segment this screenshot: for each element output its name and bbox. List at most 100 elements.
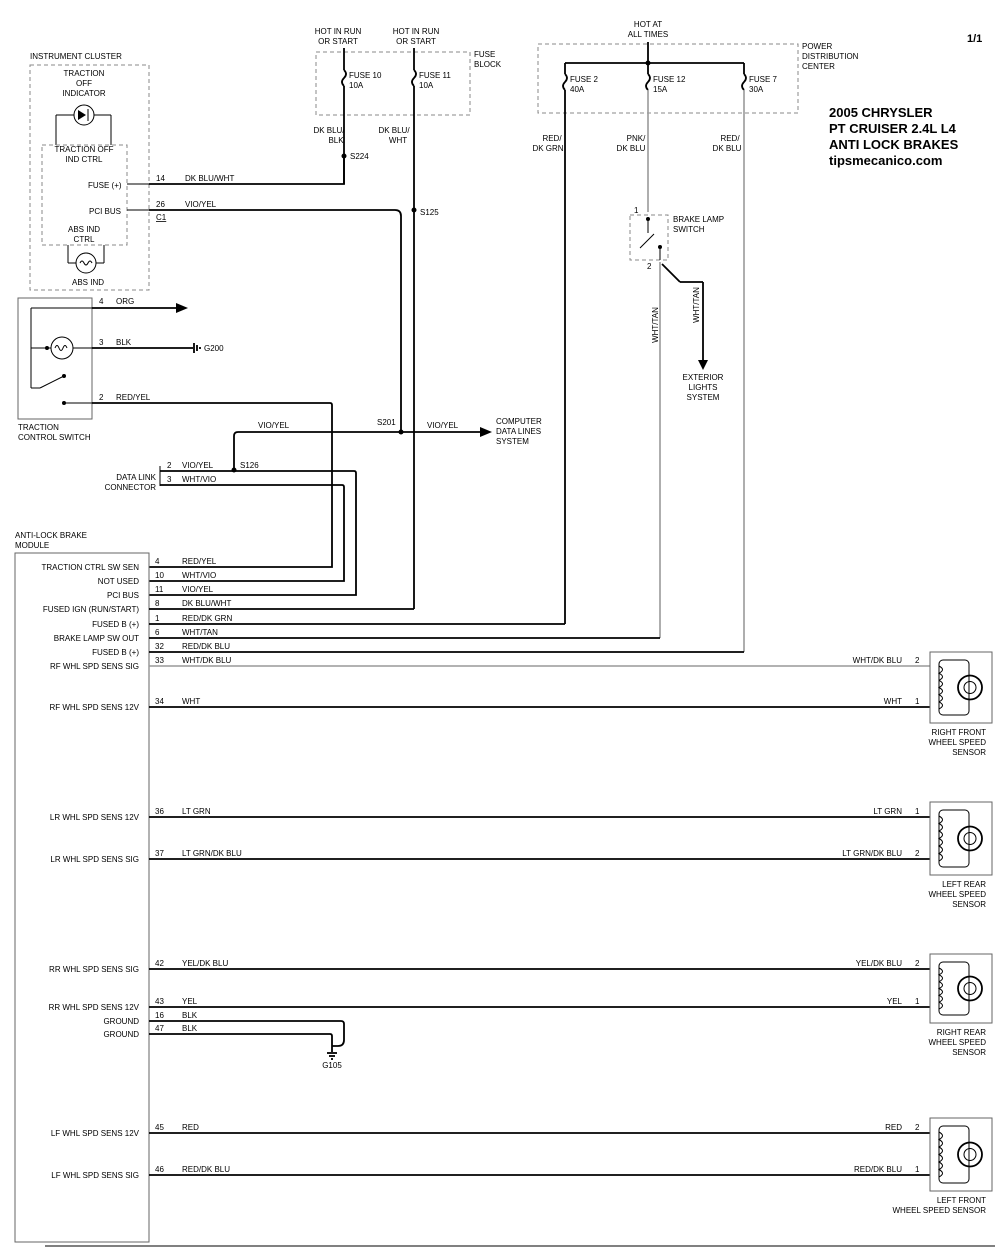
- sensor-coil-icon: [937, 1131, 943, 1178]
- pdc-label-2: DISTRIBUTION: [802, 52, 859, 61]
- module-pin-number: 42: [155, 959, 164, 968]
- cluster-wire-pci: VIO/YEL: [185, 200, 217, 209]
- module-label-2: MODULE: [15, 541, 49, 550]
- brake-switch-pin-2: 2: [647, 262, 652, 271]
- sensor-pin-a: 2: [915, 1123, 920, 1132]
- title-line-1: 2005 CHRYSLER: [829, 105, 933, 120]
- traction-switch-lamp-icon: [50, 336, 74, 360]
- module-pin-number: 34: [155, 697, 164, 706]
- traction-off-ind-2: OFF: [76, 79, 92, 88]
- module-pin-name: NOT USED: [98, 577, 139, 586]
- module-pin-wire: BLK: [182, 1024, 198, 1033]
- module-pin-number: 4: [155, 557, 160, 566]
- traction-pin-3: 3: [99, 338, 104, 347]
- fuse-11-rating: 10A: [419, 81, 434, 90]
- wire-traction-sw-sen: [92, 402, 333, 568]
- dlc-label-1: DATA LINK: [116, 473, 156, 482]
- fuse-7-wire-2: DK BLU: [713, 144, 742, 153]
- module-pin-wire: BLK: [182, 1011, 198, 1020]
- sensor-pin-b: 1: [915, 1165, 920, 1174]
- module-pin-name: RF WHL SPD SENS SIG: [50, 662, 139, 671]
- traction-wire-4: ORG: [116, 297, 134, 306]
- fuse-7-wire-1: RED/: [720, 134, 740, 143]
- module-pin-number: 6: [155, 628, 160, 637]
- pdc-label-3: CENTER: [802, 62, 835, 71]
- sensor-tone-ring-icon: [957, 825, 983, 852]
- module-pin-wire: WHT/TAN: [182, 628, 218, 637]
- fuse-10-wire-2: BLK: [328, 136, 344, 145]
- module-label-1: ANTI-LOCK BRAKE: [15, 531, 87, 540]
- module-pin-number: 32: [155, 642, 164, 651]
- sensor-wire-a-label: RED: [885, 1123, 902, 1132]
- module-pin-name: FUSED IGN (RUN/START): [43, 605, 139, 614]
- wheel-speed-sensor-box: [929, 953, 993, 1024]
- module-pin-name: RF WHL SPD SENS 12V: [49, 703, 139, 712]
- brake-switch-label-2: SWITCH: [673, 225, 705, 234]
- sensor-wire-b-label: LT GRN/DK BLU: [842, 849, 902, 858]
- module-pin-number: 16: [155, 1011, 164, 1020]
- sensor-label: SENSOR: [952, 748, 986, 757]
- hot-run-start-label-1a: HOT IN RUN: [315, 27, 362, 36]
- fuse-block-label-1: FUSE: [474, 50, 495, 59]
- fuse-7-symbol: [741, 73, 747, 91]
- dlc-wire-2: VIO/YEL: [182, 461, 214, 470]
- exterior-lights-3: SYSTEM: [687, 393, 720, 402]
- splice-s224-label: S224: [350, 152, 369, 161]
- cluster-ctrl-outline: [41, 144, 128, 246]
- traction-off-ind-1: TRACTION: [64, 69, 105, 78]
- splice-s201: [398, 429, 404, 435]
- sensor-label: WHEEL SPEED: [929, 890, 987, 899]
- title-line-4: tipsmecanico.com: [829, 153, 942, 168]
- fuse-10-symbol: [341, 69, 347, 87]
- module-pin-number: 45: [155, 1123, 164, 1132]
- dlc-pin-2: 2: [167, 461, 172, 470]
- exterior-lights-1: EXTERIOR: [683, 373, 724, 382]
- traction-off-ctrl-1: TRACTION OFF: [54, 145, 113, 154]
- brake-switch-label-1: BRAKE LAMP: [673, 215, 724, 224]
- dlc-top-wire: VIO/YEL: [258, 421, 290, 430]
- cdl-label-2: DATA LINES: [496, 427, 541, 436]
- module-pin-number: 10: [155, 571, 164, 580]
- wire-pci-bus: [149, 470, 357, 596]
- module-pin-wire: YEL/DK BLU: [182, 959, 228, 968]
- hot-run-start-label-2a: HOT IN RUN: [393, 27, 440, 36]
- fuse-2-symbol: [562, 73, 568, 91]
- cluster-pin-26: 26: [156, 200, 165, 209]
- brake-switch-contact: [639, 233, 655, 249]
- wheel-speed-sensor-box: [929, 651, 993, 724]
- fuse-7-rating: 30A: [749, 85, 764, 94]
- wire-not-used: [149, 484, 345, 582]
- module-pin-wire: YEL: [182, 997, 198, 1006]
- dlc-wire-3: WHT/VIO: [182, 475, 216, 484]
- fuse-11-label: FUSE 11: [419, 71, 451, 80]
- sensor-wire-b-label: RED/DK BLU: [854, 1165, 902, 1174]
- splice-s125-label: S125: [420, 208, 439, 217]
- fuse-11-wire-2: WHT: [389, 136, 407, 145]
- title-line-3: ANTI LOCK BRAKES: [829, 137, 959, 152]
- brake-switch-wire-ext: WHT/TAN: [692, 287, 701, 323]
- splice-s125: [411, 207, 417, 213]
- brake-lamp-switch-outline: [629, 214, 669, 261]
- sensor-wire-a-label: LT GRN: [873, 807, 902, 816]
- sensor-pin-b: 2: [915, 849, 920, 858]
- module-pin-name: LF WHL SPD SENS SIG: [51, 1171, 139, 1180]
- sensor-pin-b: 1: [915, 997, 920, 1006]
- fuse-block-label-2: BLOCK: [474, 60, 502, 69]
- traction-switch-outline: [17, 297, 93, 420]
- fuse-12-rating: 15A: [653, 85, 668, 94]
- wire-cluster-fuse: [149, 156, 345, 185]
- module-pin-number: 8: [155, 599, 160, 608]
- g200-label: G200: [204, 344, 224, 353]
- exterior-lights-2: LIGHTS: [689, 383, 718, 392]
- sensor-pin-a: 1: [915, 807, 920, 816]
- cdl-label-1: COMPUTER: [496, 417, 542, 426]
- sensor-wire-a-label: YEL/DK BLU: [856, 959, 902, 968]
- traction-pin-2: 2: [99, 393, 104, 402]
- sensor-tone-ring-icon: [957, 1141, 983, 1168]
- dlc-pin-3: 3: [167, 475, 172, 484]
- sensor-label: WHEEL SPEED: [929, 738, 987, 747]
- abs-lamp-icon: [75, 252, 97, 274]
